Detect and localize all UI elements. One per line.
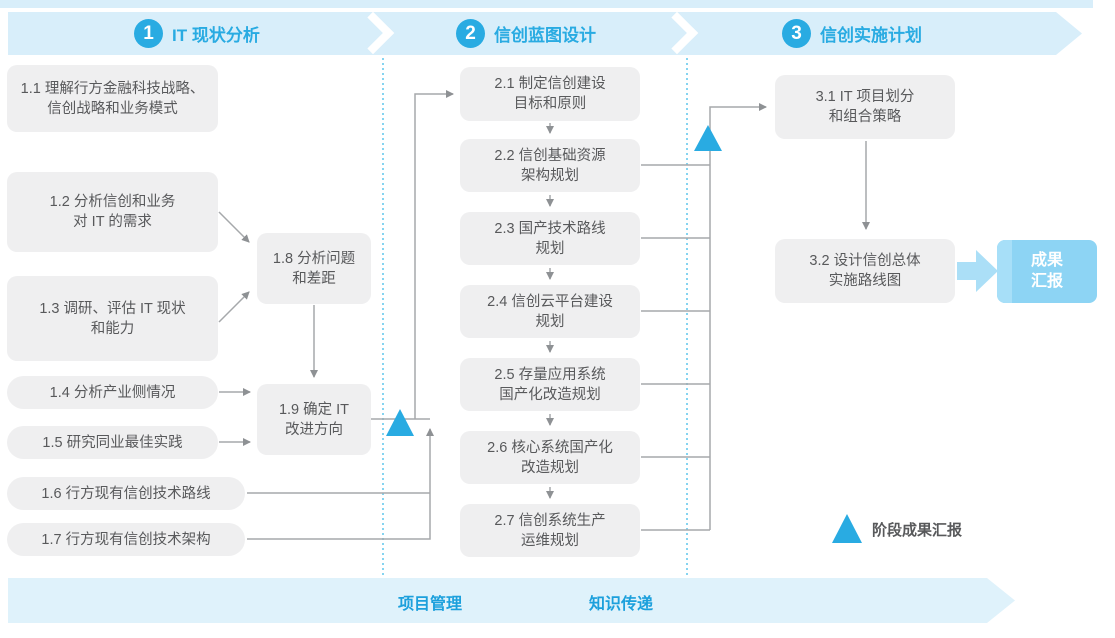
- top-strip: [0, 0, 1093, 8]
- node-2-4: 2.4 信创云平台建设规划: [460, 285, 640, 338]
- node-1-5: 1.5 研究同业最佳实践: [7, 426, 218, 459]
- node-2-2: 2.2 信创基础资源架构规划: [460, 139, 640, 192]
- node-1-3: 1.3 调研、评估 IT 现状和能力: [7, 276, 218, 361]
- arrow-bus-to-3-1: [709, 103, 767, 530]
- node-1-8: 1.8 分析问题和差距: [257, 233, 371, 304]
- node-3-1: 3.1 IT 项目划分和组合策略: [775, 75, 955, 139]
- phase-title: 信创蓝图设计: [494, 26, 596, 45]
- node-3-2: 3.2 设计信创总体实施路线图: [775, 239, 955, 303]
- milestone-triangle-phase2: [694, 125, 722, 151]
- arrow-1-9-to-2-1: [414, 90, 454, 419]
- node-1-4: 1.4 分析产业侧情况: [7, 376, 218, 409]
- fat-arrow-to-result: [957, 250, 998, 292]
- result-report-box: 成果 汇报: [997, 240, 1097, 303]
- footer-knowledge-transfer-label: 知识传递: [589, 596, 654, 613]
- phase-2-header: 2 信创蓝图设计: [456, 19, 596, 48]
- footer-project-management-label: 项目管理: [398, 596, 463, 613]
- node-2-5: 2.5 存量应用系统国产化改造规划: [460, 358, 640, 411]
- node-2-1: 2.1 制定信创建设目标和原则: [460, 67, 640, 121]
- arrow-1-3-to-1-8: [218, 291, 250, 323]
- phase-number-badge: 2: [456, 19, 485, 48]
- result-box-stripe: [997, 240, 1012, 303]
- legend-milestone-label: 阶段成果汇报: [872, 522, 963, 539]
- node-2-7: 2.7 信创系统生产运维规划: [460, 504, 640, 557]
- node-1-6: 1.6 行方现有信创技术路线: [7, 477, 245, 510]
- phase-number-badge: 3: [782, 19, 811, 48]
- phase-header-band: [8, 12, 1082, 55]
- milestone-triangle-phase1: [386, 409, 414, 436]
- node-1-2: 1.2 分析信创和业务对 IT 的需求: [7, 172, 218, 252]
- node-1-1: 1.1 理解行方金融科技战略、信创战略和业务模式: [7, 65, 218, 132]
- phase-title: 信创实施计划: [820, 26, 922, 45]
- node-2-3: 2.3 国产技术路线规划: [460, 212, 640, 265]
- phase-1-header: 1 IT 现状分析: [134, 19, 260, 48]
- phase-number-badge: 1: [134, 19, 163, 48]
- bottom-band: [8, 578, 1015, 623]
- phase-3-header: 3 信创实施计划: [782, 19, 922, 48]
- node-1-7: 1.7 行方现有信创技术架构: [7, 523, 245, 556]
- node-2-6: 2.6 核心系统国产化改造规划: [460, 431, 640, 484]
- phase-title: IT 现状分析: [172, 26, 260, 45]
- milestone-triangle-legend-icon: [832, 514, 862, 543]
- arrow-1-2-to-1-8: [218, 211, 250, 243]
